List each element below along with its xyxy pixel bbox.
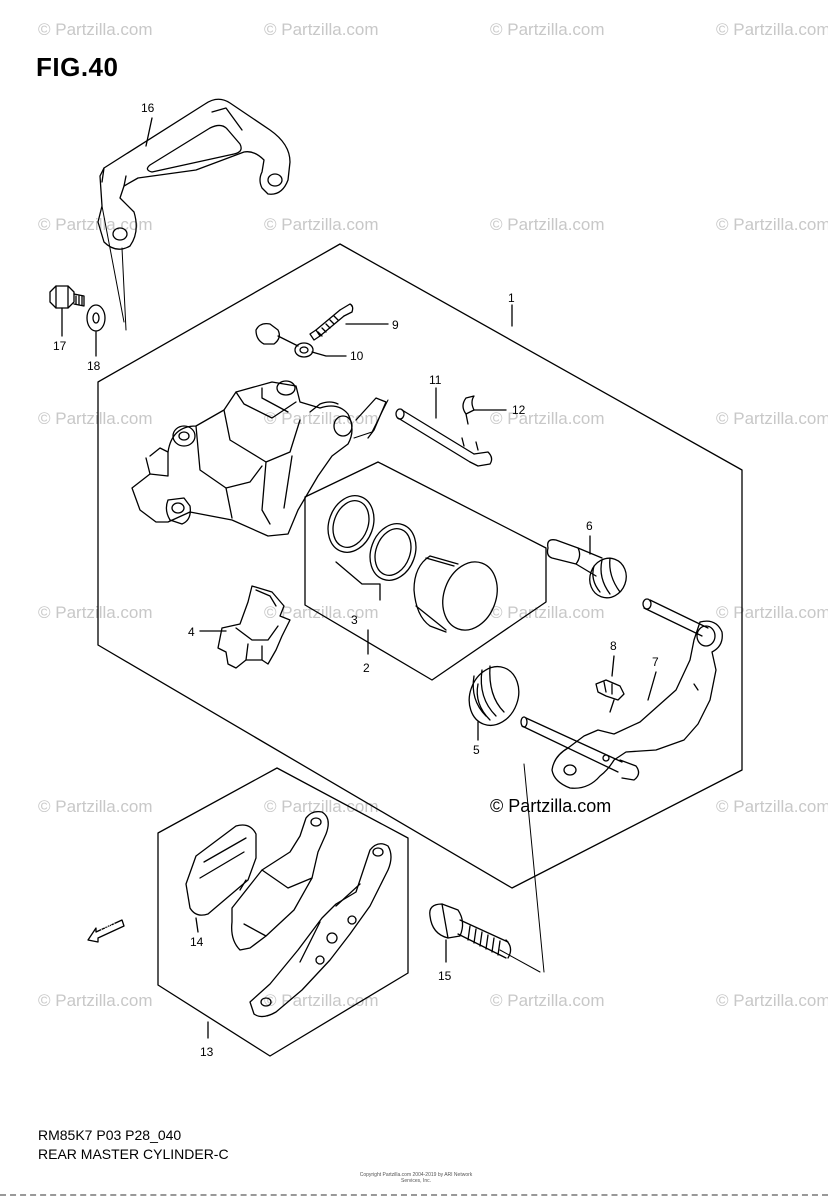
watermark: © Partzilla.com xyxy=(490,409,605,428)
callout-15: 15 xyxy=(438,969,452,983)
callout-13: 13 xyxy=(200,1045,214,1059)
watermark: © Partzilla.com xyxy=(716,409,828,428)
piston-frame-2 xyxy=(304,461,547,681)
watermark: © Partzilla.com xyxy=(716,215,828,234)
callout-7: 7 xyxy=(652,655,659,669)
pad-frame-13 xyxy=(157,767,409,1057)
leader-8 xyxy=(611,655,615,677)
callout-17: 17 xyxy=(53,339,67,353)
pad-14 xyxy=(185,824,257,916)
watermark: © Partzilla.com xyxy=(264,991,379,1010)
assembly-frame-1 xyxy=(97,243,743,889)
watermark: © Partzilla.com xyxy=(490,215,605,234)
callout-5: 5 xyxy=(473,743,480,757)
fwd-arrow xyxy=(87,919,125,943)
watermark: © Partzilla.com xyxy=(264,797,379,816)
watermark: © Partzilla.com xyxy=(264,20,379,39)
callout-2: 2 xyxy=(363,661,370,675)
callout-12: 12 xyxy=(512,403,526,417)
watermark: © Partzilla.com xyxy=(490,991,605,1010)
callout-9: 9 xyxy=(392,318,399,332)
partzilla-watermark: © Partzilla.com xyxy=(490,796,612,816)
bracket-7 xyxy=(520,598,723,789)
seal-3 xyxy=(327,495,417,581)
watermark: © Partzilla.com xyxy=(38,991,153,1010)
bolt-17 xyxy=(49,285,85,309)
watermark: © Partzilla.com xyxy=(716,797,828,816)
pad-spring-4 xyxy=(217,585,291,669)
bolt-15 xyxy=(429,903,512,959)
clip-12 xyxy=(462,395,475,425)
callout-3: 3 xyxy=(351,613,358,627)
watermark: © Partzilla.com xyxy=(38,20,153,39)
callout-1: 1 xyxy=(508,291,515,305)
leader-10 xyxy=(311,351,347,357)
figure-name: REAR MASTER CYLINDER-C xyxy=(38,1146,229,1162)
pad-13a xyxy=(231,810,329,951)
figure-title: FIG.40 xyxy=(36,52,119,82)
clip-8 xyxy=(595,679,625,713)
watermark: © Partzilla.com xyxy=(716,991,828,1010)
callout-14: 14 xyxy=(190,935,204,949)
callout-4: 4 xyxy=(188,625,195,639)
copyright-notice: Copyright Partzilla.com 2004-2019 by ARI… xyxy=(359,1172,473,1184)
callout-16: 16 xyxy=(141,101,155,115)
piston xyxy=(413,555,498,633)
callout-10: 10 xyxy=(350,349,364,363)
watermark: © Partzilla.com xyxy=(490,603,605,622)
watermark: © Partzilla.com xyxy=(716,20,828,39)
cap-10 xyxy=(255,322,314,358)
callout-11: 11 xyxy=(429,373,442,387)
leader-16 xyxy=(145,117,153,147)
leader-14 xyxy=(195,917,199,933)
watermark: © Partzilla.com xyxy=(264,409,379,428)
bleeder-9 xyxy=(309,303,354,341)
figure-code: RM85K7 P03 P28_040 xyxy=(38,1127,182,1143)
callout-6: 6 xyxy=(586,519,593,533)
leader-7 xyxy=(647,671,657,701)
page-bottom-border xyxy=(0,1194,828,1196)
callout-8: 8 xyxy=(610,639,617,653)
watermark: © Partzilla.com xyxy=(716,603,828,622)
watermark: © Partzilla.com xyxy=(38,603,153,622)
callout-18: 18 xyxy=(87,359,101,373)
watermark: © Partzilla.com xyxy=(264,215,379,234)
pad-13b xyxy=(249,843,392,1018)
watermark: © Partzilla.com xyxy=(264,603,379,622)
connector-pin xyxy=(353,399,389,439)
leader-3 xyxy=(335,561,381,601)
watermark: © Partzilla.com xyxy=(38,797,153,816)
watermark: © Partzilla.com xyxy=(490,20,605,39)
watermark: © Partzilla.com xyxy=(38,409,153,428)
boot-5 xyxy=(468,665,520,727)
washer-18 xyxy=(86,304,106,332)
connector-bracket-bolt15 xyxy=(499,763,545,973)
connector-bracket-bolt xyxy=(101,205,127,331)
bracket-16 xyxy=(97,98,291,250)
pin-11 xyxy=(395,408,493,467)
caliper-body xyxy=(131,380,387,537)
